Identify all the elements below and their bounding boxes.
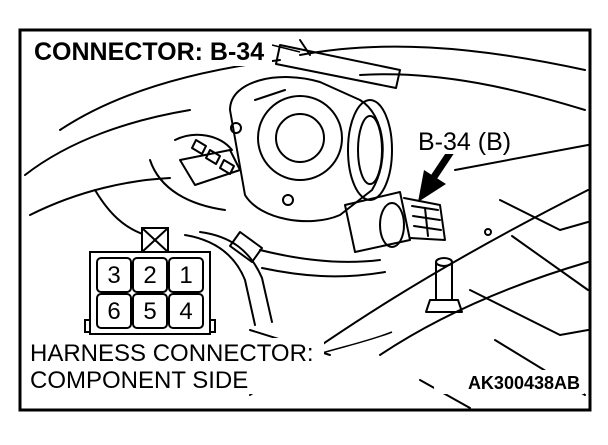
code-backdrop: [434, 370, 584, 394]
pin-cell: 6: [96, 293, 132, 329]
pin-label: 6: [107, 298, 120, 325]
pin-cell: 4: [168, 293, 204, 329]
pin-label: 3: [107, 262, 120, 289]
title-backdrop: [28, 36, 272, 66]
pin-label: 1: [179, 262, 192, 289]
pin-label: 2: [143, 262, 156, 289]
pin-cell: 5: [132, 293, 168, 329]
harness-label-line1: HARNESS CONNECTOR:: [30, 340, 314, 367]
pin-cell: 2: [132, 257, 168, 293]
title-leader-line: [271, 44, 301, 53]
connector-face: 3 2 1 6 5 4: [84, 227, 216, 335]
pin-cell: 1: [168, 257, 204, 293]
connector-title: CONNECTOR: B-34: [34, 38, 264, 66]
harness-backdrop: [28, 338, 324, 394]
harness-leader-line: [321, 331, 393, 354]
callout-arrow: [418, 148, 455, 202]
callout-backdrop: [414, 126, 518, 154]
pin-cell: 3: [96, 257, 132, 293]
pin-label: 5: [143, 298, 156, 325]
harness-label-line2: COMPONENT SIDE: [30, 367, 248, 394]
callout-label: B-34 (B): [418, 128, 511, 156]
pin-label: 4: [179, 298, 192, 325]
figure-code: AK300438AB: [468, 373, 580, 393]
